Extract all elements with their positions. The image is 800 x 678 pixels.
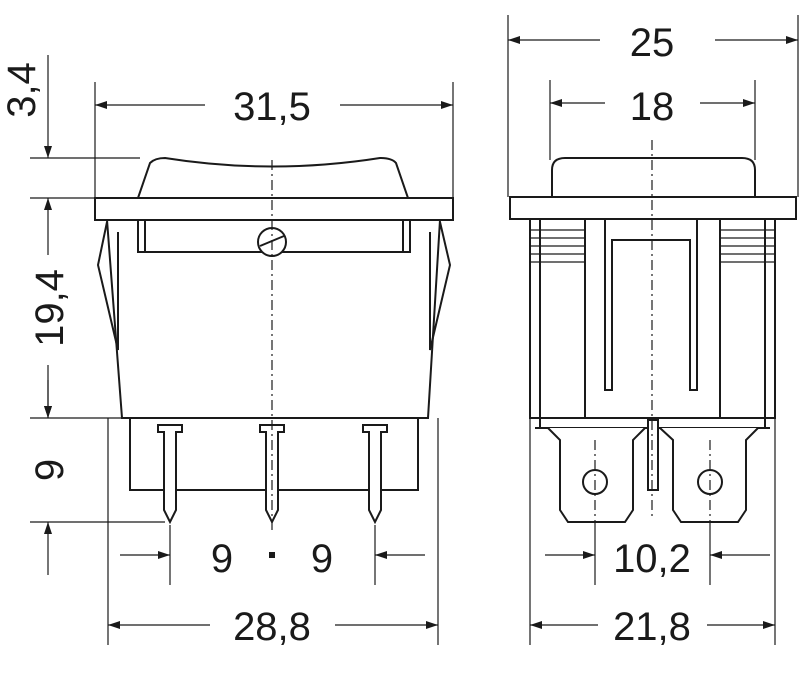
right-clip: [429, 221, 452, 351]
front-view: 31,5 3,4 19,4 9 9 9 28,8: [0, 55, 454, 649]
terminals: [547, 419, 759, 523]
dim-flange-depth: 25: [630, 21, 675, 65]
dim-cap-depth: 18: [630, 85, 675, 129]
dim-pin-length: 9: [28, 459, 72, 481]
dim-body-height: 19,4: [28, 269, 72, 347]
rocker-actuator: [136, 156, 410, 199]
dim-terminal-pitch: 10,2: [613, 537, 691, 581]
side-view: 25 18 10,2 21,8: [507, 15, 799, 649]
left-clip: [96, 221, 119, 351]
cap: [551, 157, 756, 198]
dim-body-width: 28,8: [233, 605, 311, 649]
side-flange: [509, 196, 797, 220]
dim-body-depth: 21,8: [613, 605, 691, 649]
dim-rocker-height: 3,4: [0, 62, 44, 118]
center-rib: [604, 219, 698, 391]
flange: [94, 197, 454, 221]
dim-pin-pitch-right: 9: [311, 537, 333, 581]
pins: [157, 424, 388, 525]
dim-pin-pitch-left: 9: [211, 537, 233, 581]
dim-flange-width: 31,5: [233, 85, 311, 129]
